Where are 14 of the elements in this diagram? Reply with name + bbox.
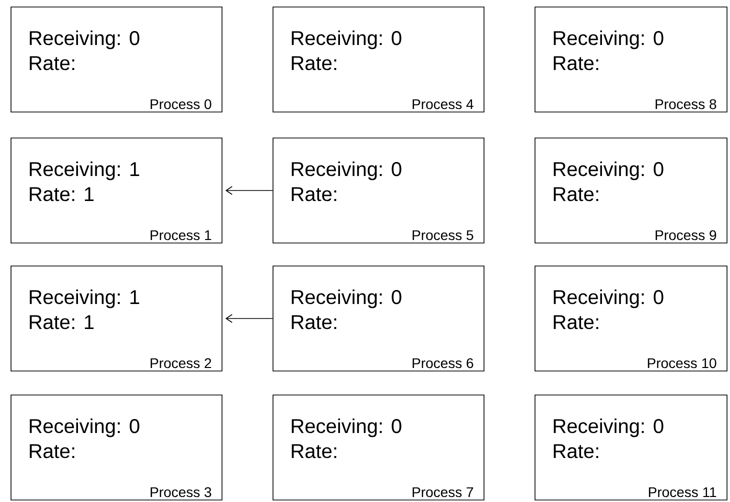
process-box: Receiving: 1 Rate: 1 Process 2 bbox=[10, 266, 222, 372]
process-box: Receiving: 0 Rate: Process 4 bbox=[272, 6, 484, 112]
process-box: Receiving: 1 Rate: 1 Process 1 bbox=[10, 138, 222, 244]
process-box: Receiving: 0 Rate: Process 9 bbox=[534, 138, 728, 244]
process-box: Receiving: 0 Rate: Process 3 bbox=[10, 394, 222, 500]
process-box: Receiving: 0 Rate: Process 0 bbox=[10, 6, 222, 112]
arrow bbox=[225, 314, 273, 323]
process-box: Receiving: 0 Rate: Process 5 bbox=[272, 138, 484, 244]
process-box: Receiving: 0 Rate: Process 6 bbox=[272, 266, 484, 372]
process-box: Receiving: 0 Rate: Process 10 bbox=[534, 266, 728, 372]
process-box: Receiving: 0 Rate: Process 11 bbox=[534, 394, 728, 500]
process-box: Receiving: 0 Rate: Process 7 bbox=[272, 394, 484, 500]
process-box: Receiving: 0 Rate: Process 8 bbox=[534, 6, 728, 112]
arrow bbox=[225, 186, 273, 195]
